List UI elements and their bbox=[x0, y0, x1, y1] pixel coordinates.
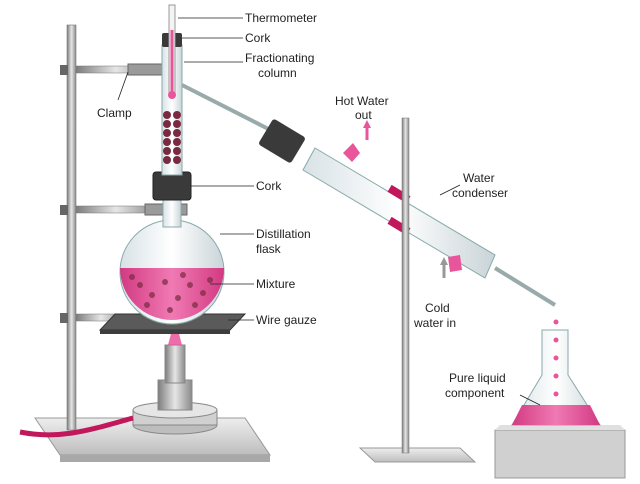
bunsen-burner bbox=[132, 330, 218, 435]
hot-water-arrow bbox=[363, 120, 371, 128]
label-pure-1: Pure liquid bbox=[449, 371, 506, 385]
label-fractionating-1: Fractionating bbox=[245, 51, 314, 65]
cork-middle bbox=[152, 171, 192, 201]
leader-lines bbox=[117, 17, 541, 406]
label-mixture: Mixture bbox=[256, 277, 296, 291]
label-hot-water-2: out bbox=[355, 108, 372, 122]
label-distillation-2: flask bbox=[256, 242, 282, 256]
label-fractionating-2: column bbox=[258, 66, 297, 80]
label-water-2: condenser bbox=[452, 186, 508, 200]
label-thermometer: Thermometer bbox=[245, 11, 317, 25]
column-beads bbox=[163, 111, 181, 164]
label-distillation-1: Distillation bbox=[256, 227, 311, 241]
receiving-block bbox=[494, 425, 626, 479]
label-cork-mid: Cork bbox=[256, 179, 282, 193]
clamp-top bbox=[60, 63, 169, 76]
water-condenser bbox=[302, 143, 557, 307]
gas-tube bbox=[19, 415, 134, 438]
mixture-beads bbox=[129, 272, 213, 313]
label-cold-2: water in bbox=[413, 316, 456, 330]
label-water-1: Water bbox=[463, 171, 495, 185]
label-cold-1: Cold bbox=[425, 301, 450, 315]
distillation-flask bbox=[119, 194, 225, 325]
receiving-flask bbox=[511, 319, 601, 426]
left-stand-rod bbox=[66, 24, 77, 431]
distillate-drops bbox=[553, 319, 559, 397]
cold-water-arrow bbox=[440, 257, 448, 265]
fractionating-column bbox=[161, 44, 183, 176]
condenser-cork bbox=[259, 119, 305, 163]
label-cork-top: Cork bbox=[245, 31, 271, 45]
label-clamp: Clamp bbox=[97, 106, 132, 120]
label-pure-2: component bbox=[445, 386, 505, 400]
label-wire-gauze: Wire gauze bbox=[256, 313, 317, 327]
thermometer bbox=[168, 4, 176, 99]
label-hot-water-1: Hot Water bbox=[335, 94, 389, 108]
right-stand bbox=[358, 117, 477, 463]
